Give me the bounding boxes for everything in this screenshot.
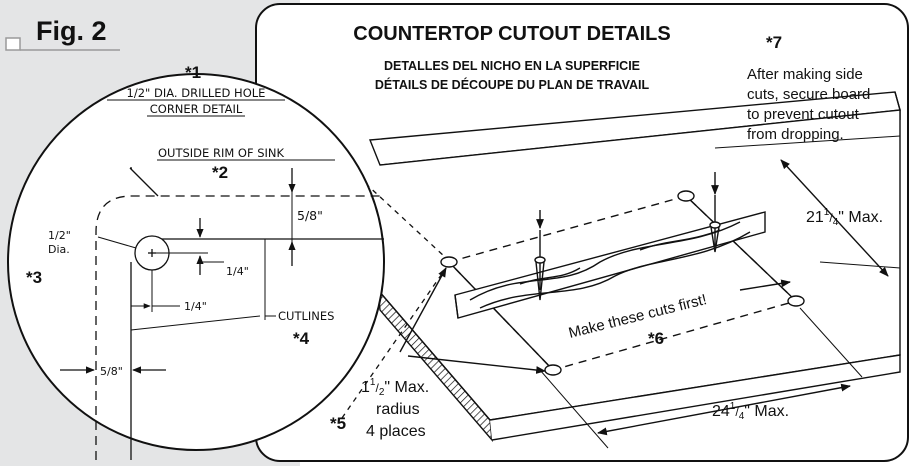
corner-detail-drawing [60, 167, 384, 460]
note-line-2: cuts, secure board [747, 86, 870, 103]
corner-hole [544, 364, 562, 376]
length-max-dimension: 241/4" Max. [712, 401, 789, 422]
radius-value: 11/2" Max. [361, 377, 429, 398]
hole-diameter-label: 1/2" [48, 229, 71, 242]
cutlines-marker: *4 [293, 329, 310, 348]
countertop-drawing [369, 91, 901, 449]
cutlines-label: CUTLINES [278, 309, 334, 323]
figure-label: Fig. 2 [36, 16, 107, 46]
dimension-5-8-bottom: 5/8" [100, 365, 123, 378]
corner-detail-heading: 1/2" DIA. DRILLED HOLE [127, 86, 266, 100]
dimension-1-4-horizontal: 1/4" [184, 300, 207, 313]
dimension-1-4-vertical: 1/4" [226, 265, 249, 278]
title-spanish: DETALLES DEL NICHO EN LA SUPERFICIE [384, 59, 640, 73]
corner-hole [787, 295, 805, 307]
corner-detail-text: *1 1/2" DIA. DRILLED HOLE CORNER DETAIL … [26, 63, 335, 378]
radius-label: radius [376, 401, 420, 418]
detail-leader-line [341, 267, 447, 419]
hole-diameter-unit: Dia. [48, 243, 70, 256]
figure-marker-icon [5, 37, 21, 51]
board-marker: *6 [648, 329, 664, 348]
note-line-4: from dropping. [747, 126, 844, 143]
corner-detail-subheading: CORNER DETAIL [150, 102, 243, 116]
corner-hole [677, 190, 695, 202]
title-french: DÉTAILS DE DÉCOUPE DU PLAN DE TRAVAIL [375, 77, 650, 92]
corner-hole [440, 256, 458, 268]
board-note: *7 After making side cuts, secure board … [747, 33, 870, 143]
dimension-5-8-top: 5/8" [297, 208, 323, 223]
hole-marker: *3 [26, 268, 42, 287]
radius-places: 4 places [366, 423, 426, 440]
note-marker: *7 [766, 33, 782, 52]
radius-callout: 11/2" Max. radius 4 places [361, 377, 429, 440]
note-line-3: to prevent cutout [747, 106, 860, 123]
rim-label: OUTSIDE RIM OF SINK [158, 146, 285, 160]
corner-detail-circle [7, 73, 385, 451]
rim-marker: *2 [212, 163, 228, 182]
title-english: COUNTERTOP CUTOUT DETAILS [353, 23, 670, 45]
width-max-dimension: 211/4" Max. [806, 207, 883, 228]
note-line-1: After making side [747, 66, 863, 83]
corner-detail-marker: *1 [185, 63, 201, 82]
edge-marker: *5 [330, 414, 346, 433]
